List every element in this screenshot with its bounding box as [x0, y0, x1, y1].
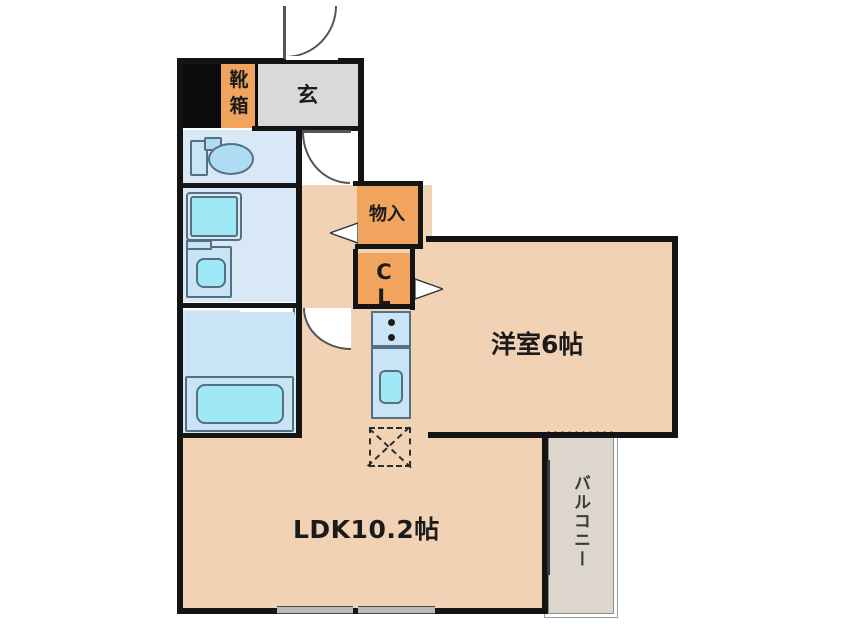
entrance-door-gap	[286, 56, 338, 60]
wall-kitchen-right	[410, 304, 415, 310]
wall-washroom-bath	[181, 303, 300, 308]
label-shoebox-line2: 箱	[229, 94, 249, 117]
closet-door-arrow	[414, 278, 445, 300]
wall-bathroom-bottom	[181, 433, 302, 438]
toilet-bowl	[208, 143, 254, 175]
window-ldk-2	[358, 606, 435, 614]
kitchen-sink-counter	[371, 347, 411, 419]
wash-basin-bowl	[196, 258, 226, 288]
wall-corridor-left-upper	[296, 126, 302, 186]
wall-room-right	[672, 236, 678, 438]
room-shoebox-fill	[221, 62, 255, 128]
toilet-tank	[190, 140, 208, 176]
arrow-right-icon	[414, 278, 445, 300]
wall-genkan-right	[358, 58, 364, 186]
wall-closet-right	[410, 249, 415, 309]
toilet-door-swing	[302, 132, 350, 184]
wall-room-top	[426, 236, 678, 242]
washing-machine-pan	[190, 196, 238, 237]
room-storage-fill	[357, 185, 419, 245]
label-closet: C L	[373, 260, 395, 310]
wall-toilet-washroom	[181, 183, 300, 188]
washing-machine-pan-outline	[186, 192, 242, 241]
stove-burner-1	[388, 319, 395, 326]
block-upper-left-b	[254, 62, 258, 128]
wall-closet-left	[353, 249, 358, 309]
sliding-door-marks-corridor	[296, 252, 302, 304]
room-genkan-fill	[255, 62, 360, 127]
wall-top-entrance	[177, 58, 364, 64]
wall-left-outer	[177, 58, 183, 614]
label-closet-line2: L	[377, 285, 391, 310]
wall-storage-top	[355, 181, 423, 186]
kitchen-stove-counter	[371, 311, 411, 347]
wall-corridor-left-mid	[296, 186, 302, 304]
label-balcony: バルコニー	[570, 474, 590, 569]
storage-door-arrow	[328, 222, 359, 244]
wall-storage-right	[418, 181, 423, 249]
room-ldk-fill	[181, 436, 542, 614]
label-closet-line1: C	[376, 260, 392, 284]
balcony-divider	[547, 460, 550, 575]
wash-basin-mirror	[186, 240, 212, 250]
bathtub	[196, 384, 284, 424]
room-western-fill	[430, 240, 672, 436]
bathroom-floor	[185, 312, 294, 376]
label-storage: 物入	[369, 204, 405, 225]
block-upper-left	[181, 62, 221, 128]
label-genkan: 玄	[297, 83, 318, 107]
wall-storage-bottom	[355, 244, 423, 249]
sliding-door-marks-balcony	[545, 430, 615, 437]
wall-genkan-bottom	[252, 126, 364, 131]
entrance-door-swing	[285, 6, 337, 58]
label-ldk: LDK10.2帖	[293, 515, 440, 544]
room-closet-fill	[357, 253, 412, 308]
label-western-room: 洋室6帖	[491, 330, 584, 359]
label-shoebox-line1: 靴	[229, 69, 249, 91]
wall-closet-bottom	[353, 304, 415, 309]
kitchen-sink-basin	[379, 370, 403, 404]
wall-corridor-left-lower	[296, 304, 302, 436]
washer-space	[369, 427, 411, 467]
wall-ldk-right	[542, 432, 548, 614]
entrance-door-leaf	[283, 6, 286, 59]
toilet-door-leaf	[302, 130, 351, 133]
window-ldk-1	[277, 606, 353, 614]
arrow-left-icon	[328, 222, 359, 244]
label-shoebox: 靴 箱	[228, 69, 250, 117]
stove-burner-2	[388, 334, 395, 341]
wall-corridor-right-upper	[353, 181, 358, 186]
